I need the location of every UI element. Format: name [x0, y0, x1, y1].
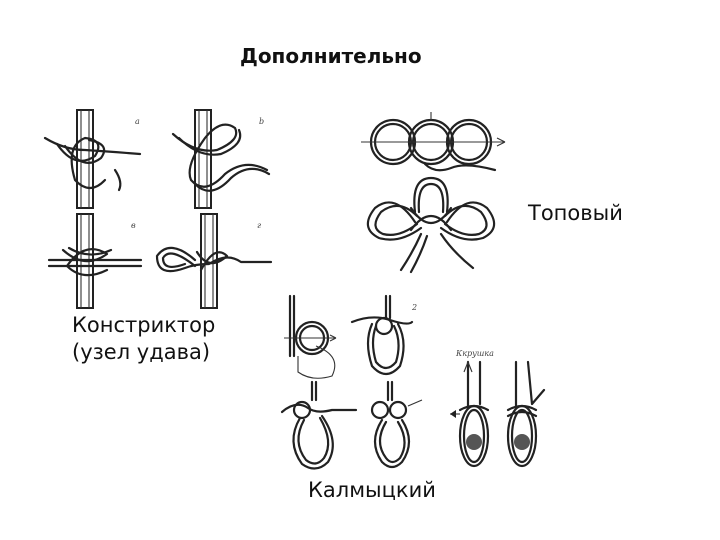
figure-letter-a: а: [135, 117, 140, 126]
figure-letter-v: в: [131, 221, 136, 230]
topovy-lower-knot: [366, 176, 496, 274]
kalmytsky-knot-illustration: 2 Ккрушкa: [280, 294, 546, 470]
slide-title: Дополнительно: [240, 44, 422, 68]
svg-text:2: 2: [411, 303, 417, 312]
kalmytsky-step-1: [284, 294, 337, 379]
topovy-knot-illustration: [361, 112, 506, 274]
constrictor-panel-b: b: [171, 109, 271, 209]
constrictor-knot-illustration: а b в г: [43, 109, 273, 309]
label-constrictor-line1: Констриктор: [72, 313, 216, 337]
label-constrictor-line2: (узел удава): [72, 340, 211, 364]
constrictor-panel-v: в: [47, 213, 143, 309]
topovy-upper-loops: [361, 112, 506, 172]
label-kalmytsky: Калмыцкий: [308, 478, 436, 502]
kalmytsky-step-6: [506, 360, 546, 468]
label-constrictor: Констриктор (узел удава): [72, 312, 215, 366]
label-topovy: Топовый: [528, 201, 623, 225]
kalmytsky-step-3: [280, 380, 358, 470]
constrictor-panel-a: а: [43, 109, 142, 209]
kalmytsky-step-4: [370, 380, 423, 469]
figure-letter-g: г: [257, 221, 261, 230]
constrictor-panel-g: г: [155, 213, 273, 309]
kalmytsky-step-2: 2: [350, 294, 417, 376]
kalmytsky-step-5: Ккрушкa: [450, 349, 494, 468]
kalmytsky-arrow-text: Ккрушкa: [455, 349, 494, 358]
figure-letter-b: b: [259, 117, 264, 126]
